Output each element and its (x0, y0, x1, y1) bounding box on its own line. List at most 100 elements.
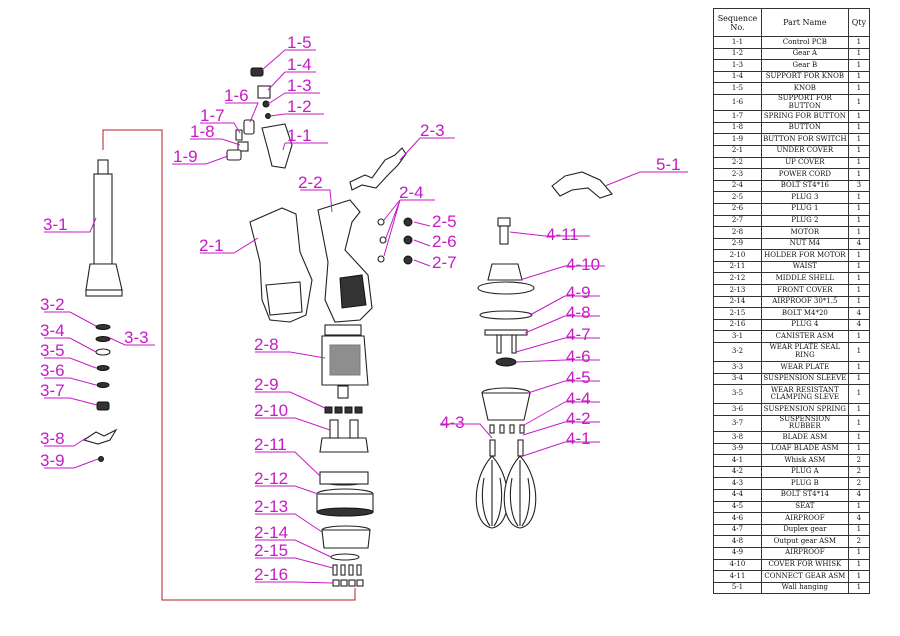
cell-part-name: CANISTER ASM (760, 330, 849, 344)
callout-3-7: 3-7 (40, 381, 65, 400)
callout-2-16: 2-16 (254, 565, 288, 584)
callout-labels: 1-5 1-4 1-3 1-2 1-1 1-6 1-7 1-8 1-9 3-1 … (40, 33, 681, 584)
cell-qty: 1 (847, 214, 871, 228)
cell-qty: 1 (847, 342, 871, 363)
callout-3-3: 3-3 (124, 328, 149, 347)
cell-qty: 1 (847, 260, 871, 274)
cell-sequence-no: 3-9 (713, 442, 762, 456)
header-qty: Qty (847, 8, 871, 37)
cell-part-name: UP COVER (760, 156, 849, 170)
callout-1-6: 1-6 (224, 86, 249, 105)
cell-qty: 4 (847, 512, 871, 525)
cell-part-name: BUTTON FOR SWITCH (760, 133, 849, 146)
callout-1-4: 1-4 (287, 55, 312, 74)
cell-part-name: PLUG 4 (760, 318, 849, 332)
cell-qty: 4 (847, 307, 871, 320)
cell-part-name: BLADE ASM (760, 431, 849, 444)
callout-3-2: 3-2 (40, 295, 65, 314)
cell-sequence-no: 3-1 (713, 330, 762, 344)
callout-4-2: 4-2 (566, 409, 591, 428)
cell-qty: 4 (847, 488, 871, 502)
cell-sequence-no: 4-3 (713, 477, 762, 490)
callout-2-9: 2-9 (254, 375, 279, 394)
cell-part-name: PLUG A (760, 465, 849, 479)
cell-sequence-no: 2-13 (713, 284, 762, 297)
cell-qty: 1 (847, 384, 871, 405)
callout-2-8: 2-8 (254, 335, 279, 354)
cell-part-name: AIRPROOF 30*1.5 (760, 295, 849, 309)
cell-sequence-no: 4-11 (713, 570, 762, 583)
cell-sequence-no: 3-3 (713, 361, 762, 374)
callout-2-3: 2-3 (420, 121, 445, 140)
header-sequence-no: Sequence No. (713, 8, 762, 37)
canister-group-parts (82, 159, 123, 462)
callout-1-8: 1-8 (190, 122, 215, 141)
cell-part-name: BOLT M4*20 (760, 307, 849, 320)
cell-sequence-no: 1-9 (713, 133, 762, 146)
cell-sequence-no: 4-2 (713, 465, 762, 479)
cell-qty: 4 (847, 318, 871, 332)
cell-qty: 2 (847, 465, 871, 479)
cell-sequence-no: 3-4 (713, 372, 762, 386)
cell-part-name: Whisk ASM (760, 454, 849, 467)
callout-1-7: 1-7 (200, 106, 225, 125)
cell-sequence-no: 2-8 (713, 226, 762, 239)
cell-qty: 1 (847, 361, 871, 374)
cell-part-name: BUTTON (760, 121, 849, 135)
cell-sequence-no: 1-1 (713, 36, 762, 49)
callout-1-5: 1-5 (287, 33, 312, 52)
cell-sequence-no: 4-5 (713, 500, 762, 514)
cell-part-name: MIDDLE SHELL (760, 272, 849, 286)
cell-qty: 1 (847, 70, 871, 84)
cell-qty: 1 (847, 295, 871, 309)
cell-part-name: WEAR RESISTANT CLAMPING SLEVE (760, 384, 849, 405)
cell-qty: 1 (847, 82, 871, 95)
callout-4-3: 4-3 (440, 413, 465, 432)
cell-qty: 2 (847, 535, 871, 548)
callout-2-4: 2-4 (399, 183, 424, 202)
cell-sequence-no: 2-2 (713, 156, 762, 170)
cell-sequence-no: 4-9 (713, 546, 762, 560)
cell-part-name: SUSPENSION SLEEVE (760, 372, 849, 386)
callout-3-4: 3-4 (40, 321, 65, 340)
cell-qty: 4 (847, 237, 871, 251)
callout-2-12: 2-12 (254, 469, 288, 488)
cell-qty: 1 (847, 546, 871, 560)
cell-sequence-no: 2-1 (713, 144, 762, 158)
cell-qty: 1 (847, 442, 871, 456)
callout-1-3: 1-3 (287, 76, 312, 95)
callout-3-8: 3-8 (40, 429, 65, 448)
cell-qty: 1 (847, 133, 871, 146)
cell-sequence-no: 3-8 (713, 431, 762, 444)
cell-part-name: COVER FOR WHISK (760, 558, 849, 572)
cell-part-name: HOLDER FOR MOTOR (760, 249, 849, 262)
cell-qty: 1 (847, 226, 871, 239)
cell-qty: 1 (847, 414, 871, 433)
callout-4-4: 4-4 (566, 389, 591, 408)
cell-sequence-no: 1-2 (713, 47, 762, 61)
cell-qty: 1 (847, 431, 871, 444)
